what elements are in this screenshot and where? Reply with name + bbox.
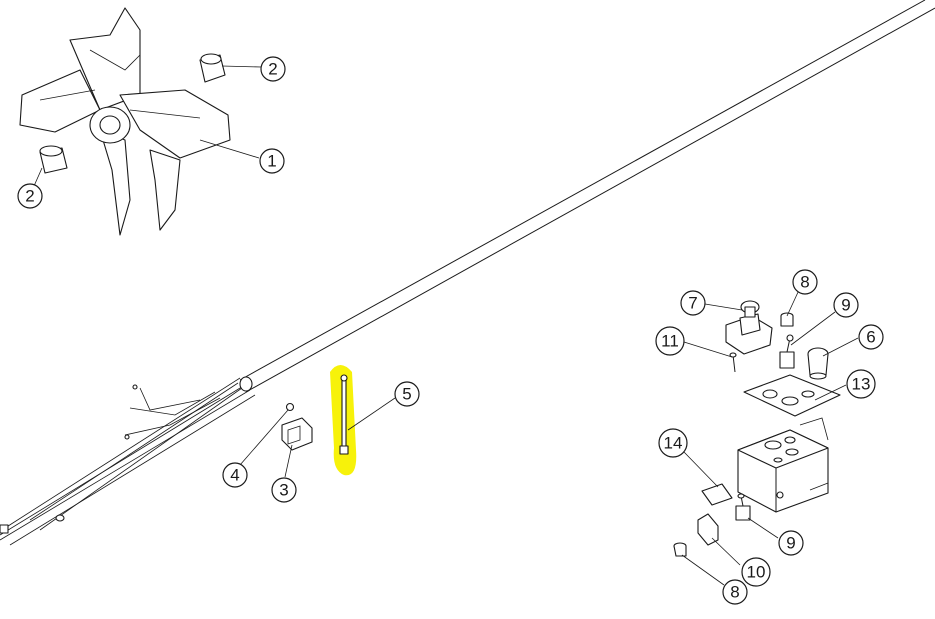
callout-7-label: 7 <box>688 294 697 313</box>
callout-9-lower-label: 9 <box>786 534 795 553</box>
callout-7: 7 <box>680 290 706 316</box>
callout-9-upper-label: 9 <box>841 296 850 315</box>
part-10-rocker <box>697 513 719 546</box>
part-9-toggle-lower <box>735 493 751 521</box>
part-3-connector <box>281 417 313 451</box>
callout-10: 10 <box>741 557 771 587</box>
callout-8-upper-label: 8 <box>800 273 809 292</box>
callout-9-lower: 9 <box>778 530 804 556</box>
callout-5: 5 <box>394 381 420 407</box>
part-2-bushing-lower <box>39 145 68 174</box>
callout-2-lower-label: 2 <box>25 187 34 206</box>
callout-2-upper-label: 2 <box>268 60 277 79</box>
callout-6: 6 <box>858 324 884 350</box>
part-6-indicator <box>807 347 829 380</box>
callout-8-upper: 8 <box>792 269 818 295</box>
callout-4: 4 <box>222 462 248 488</box>
part-4-nut <box>285 402 295 412</box>
callout-4-label: 4 <box>230 466 239 485</box>
callout-9-upper: 9 <box>833 292 859 318</box>
part-13-gasket <box>743 374 841 417</box>
callout-1: 1 <box>259 148 285 174</box>
callout-2-upper: 2 <box>260 56 286 82</box>
wire-harness <box>0 376 256 546</box>
callout-6-label: 6 <box>866 328 875 347</box>
callout-2-lower: 2 <box>17 183 43 209</box>
callout-13: 13 <box>846 369 876 399</box>
callout-10-label: 10 <box>747 563 766 582</box>
part-5-cable-tie <box>339 374 349 455</box>
callout-13-label: 13 <box>852 375 871 394</box>
callout-14-label: 14 <box>664 434 683 453</box>
leader-lines <box>33 65 859 586</box>
part-1-fan-bracket <box>19 7 231 236</box>
control-box <box>737 417 829 513</box>
part-2-bushing-upper <box>199 53 226 83</box>
part-11-pin <box>729 352 737 373</box>
part-7-joystick <box>725 300 773 355</box>
part-14-label <box>701 483 733 506</box>
callout-8-lower-label: 8 <box>730 583 739 602</box>
callout-3-label: 3 <box>279 481 288 500</box>
callout-3: 3 <box>271 477 297 503</box>
callout-14: 14 <box>658 428 688 458</box>
boom-pole <box>239 0 935 393</box>
part-9-toggle-upper <box>779 334 795 369</box>
part-8-knob-upper <box>780 312 794 327</box>
callout-5-label: 5 <box>402 385 411 404</box>
callout-11-label: 11 <box>661 332 679 351</box>
callout-11: 11 <box>655 326 685 356</box>
callout-1-label: 1 <box>267 152 276 171</box>
callout-8-lower: 8 <box>722 579 748 605</box>
part-8-knob-lower <box>673 542 687 557</box>
